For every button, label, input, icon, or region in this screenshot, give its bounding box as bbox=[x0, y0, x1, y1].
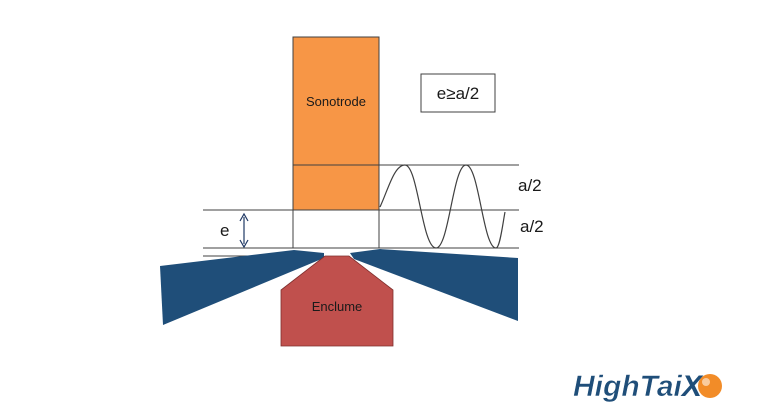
enclume-label: Enclume bbox=[312, 299, 363, 314]
amplitude-label-lower: a/2 bbox=[520, 217, 544, 236]
thickness-arrow-head-top bbox=[239, 212, 249, 222]
logo-orange-ball bbox=[698, 374, 722, 398]
vibration-wave bbox=[379, 164, 506, 249]
workpiece-right bbox=[350, 249, 518, 321]
logo-text-tai: Tai bbox=[640, 370, 683, 403]
formula-text: e≥a/2 bbox=[437, 84, 479, 103]
formula-box bbox=[420, 73, 496, 113]
amplitude-label-upper: a/2 bbox=[518, 176, 542, 195]
logo-text-high: High bbox=[573, 370, 640, 403]
enclume-block bbox=[280, 255, 394, 347]
hightaix-logo: HighTaiX bbox=[573, 370, 722, 403]
thickness-arrow-head-bottom bbox=[239, 239, 249, 249]
svg-text:HighTaiX: HighTaiX bbox=[573, 370, 704, 403]
sonotrode-block bbox=[292, 36, 380, 211]
sonotrode-tip bbox=[292, 209, 380, 249]
sonotrode-label: Sonotrode bbox=[306, 94, 366, 109]
workpiece-left bbox=[160, 250, 324, 325]
thickness-label: e bbox=[220, 221, 229, 240]
